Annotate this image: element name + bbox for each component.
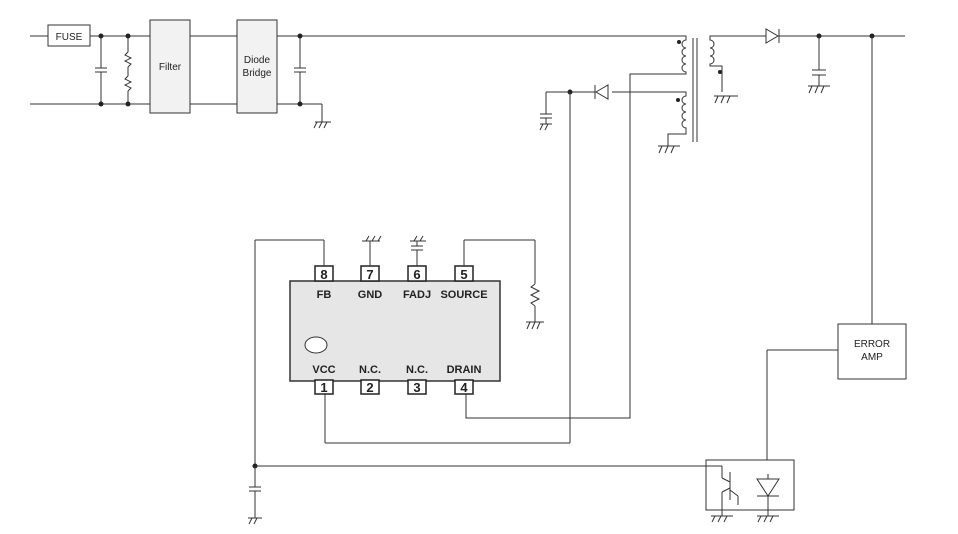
ic-pin-8: 8 FB — [314, 265, 334, 301]
fb-wiring — [254, 239, 325, 466]
ic-pin-6: 6 FADJ — [403, 265, 431, 301]
ground-symbol — [757, 510, 779, 523]
filter-label: Filter — [159, 62, 182, 73]
pin-number: 1 — [320, 380, 327, 395]
fuse-label: FUSE — [56, 32, 83, 43]
ic-pin-5: 5 SOURCE — [440, 265, 488, 301]
diode-bridge-label-2: Bridge — [243, 68, 272, 79]
ground-symbol — [658, 145, 680, 154]
diode-bridge-label-1: Diode — [244, 55, 271, 66]
pin-number: 7 — [366, 267, 373, 282]
input-capacitor — [95, 36, 107, 104]
error-amp-block: ERROR AMP — [837, 323, 907, 380]
bulk-capacitor — [294, 36, 306, 104]
ic-pin-2: N.C. 2 — [359, 364, 381, 395]
pin-label: GND — [358, 289, 383, 301]
controller-ic: 8 FB 7 GND 6 FADJ 5 SOURCE VCC 1 N.C. 2 — [289, 265, 501, 395]
aux-rectifier — [324, 84, 609, 444]
fb-capacitor — [248, 466, 262, 525]
pin-number: 8 — [320, 267, 327, 282]
pin-label: FB — [317, 289, 332, 301]
pin-label: DRAIN — [447, 364, 482, 376]
pin-number: 2 — [366, 380, 373, 395]
optocoupler — [705, 459, 795, 511]
ground-symbol — [714, 95, 738, 104]
pin-label: SOURCE — [440, 289, 487, 301]
pin-number: 3 — [413, 380, 420, 395]
output-section — [740, 28, 905, 324]
pin-label: N.C. — [406, 364, 428, 376]
pin-number: 6 — [413, 267, 420, 282]
fuse-block: FUSE — [47, 24, 91, 47]
input-section: FUSE Filter Diode Brid — [30, 19, 668, 129]
ic-pin-1: VCC 1 — [312, 364, 335, 395]
output-capacitor — [808, 36, 830, 94]
transformer — [465, 35, 740, 419]
diode-bridge-block: Diode Bridge — [236, 19, 278, 114]
ic-pin-3: N.C. 3 — [406, 364, 428, 395]
output-diode — [765, 28, 780, 44]
ic-pin-4: DRAIN 4 — [447, 364, 482, 395]
fadj-capacitor — [410, 235, 426, 266]
ic-pin-7: 7 GND — [358, 265, 383, 301]
ground-symbol — [362, 235, 382, 266]
filter-block: Filter — [149, 19, 191, 114]
pin-label: N.C. — [359, 364, 381, 376]
ground-symbol — [711, 505, 733, 523]
pin-number: 4 — [460, 380, 468, 395]
pin-label: VCC — [312, 364, 335, 376]
error-amp-label-1: ERROR — [854, 339, 890, 350]
pin-label: FADJ — [403, 289, 431, 301]
source-resistor — [463, 239, 544, 330]
input-resistors — [123, 36, 133, 104]
ground-symbol — [313, 104, 331, 129]
error-amp-label-2: AMP — [861, 352, 883, 363]
pin-number: 5 — [460, 267, 467, 282]
